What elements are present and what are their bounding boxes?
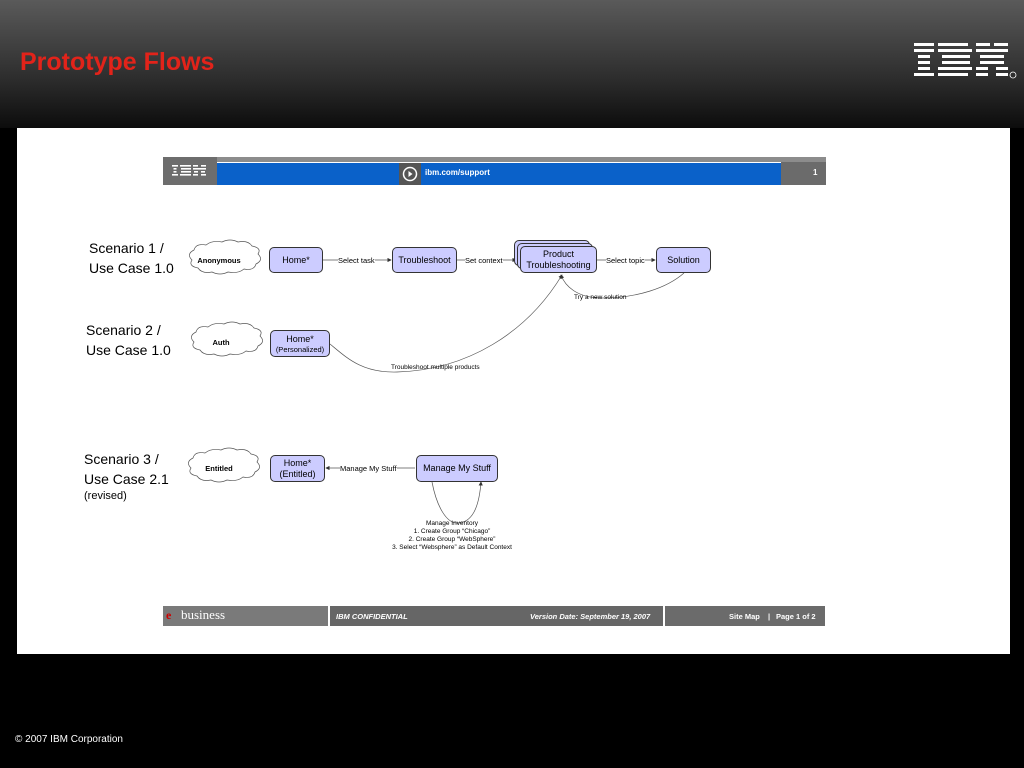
- actor-anonymous: Anonymous: [197, 256, 241, 265]
- edge-label-select-topic: Select topic: [606, 256, 645, 265]
- topbar-page-number: 1: [813, 168, 818, 177]
- footer-bar: e business IBM CONFIDENTIAL Version Date…: [163, 606, 825, 626]
- play-circle-icon[interactable]: [399, 163, 421, 185]
- diagram-connectors: [188, 239, 685, 524]
- copyright: © 2007 IBM Corporation: [15, 734, 123, 745]
- node-manage-my-stuff: Manage My Stuff: [416, 455, 498, 482]
- edge-label-set-context: Set context: [465, 256, 503, 265]
- node-home-personalized: Home* (Personalized): [270, 330, 330, 357]
- cloud-auth: [191, 321, 263, 357]
- site-map-link[interactable]: Site Map: [729, 612, 760, 621]
- node-troubleshoot: Troubleshoot: [392, 247, 457, 273]
- page-indicator: Page 1 of 2: [776, 612, 816, 621]
- ibm-logo: [914, 43, 1017, 79]
- edge-label-try-new-solution: Try a new solution: [574, 294, 627, 301]
- version-date: Version Date: September 19, 2007: [530, 612, 651, 621]
- edge-label-manage-my-stuff: Manage My Stuff: [340, 464, 397, 473]
- node-product-troubleshooting: Product Troubleshooting: [520, 246, 597, 273]
- slide-header: Prototype Flows: [0, 0, 1024, 128]
- actor-auth: Auth: [212, 338, 230, 347]
- scenario-3-label: Scenario 3 / Use Case 2.1 (revised): [84, 451, 169, 502]
- topbar-ibm-logo: [163, 157, 217, 185]
- cloud-entitled: [188, 447, 260, 483]
- edge-label-troubleshoot-multiple: Troubleshoot multiple products: [391, 364, 480, 371]
- cloud-anonymous: [189, 239, 261, 275]
- diagram-panel: ibm.com/support 1: [17, 128, 1010, 654]
- footer-separator: |: [768, 612, 771, 621]
- ebusiness-logo: e business: [163, 606, 328, 626]
- ibm-small-logo: [172, 165, 206, 176]
- manage-inventory-note: Manage Inventory 1. Create Group “Chicag…: [392, 520, 512, 551]
- node-home: Home*: [269, 247, 323, 273]
- scenario-2-label: Scenario 2 / Use Case 1.0: [86, 322, 171, 358]
- confidential-label: IBM CONFIDENTIAL: [336, 612, 408, 621]
- slide-title: Prototype Flows: [20, 48, 215, 76]
- edge-label-select-task: Select task: [338, 256, 375, 265]
- node-solution: Solution: [656, 247, 711, 273]
- node-home-entitled: Home* (Entitled): [270, 455, 325, 482]
- support-url-link[interactable]: ibm.com/support: [425, 168, 490, 177]
- support-header-bar: ibm.com/support 1: [163, 157, 826, 185]
- actor-entitled: Entitled: [205, 464, 233, 473]
- scenario-1-label: Scenario 1 / Use Case 1.0: [89, 240, 174, 276]
